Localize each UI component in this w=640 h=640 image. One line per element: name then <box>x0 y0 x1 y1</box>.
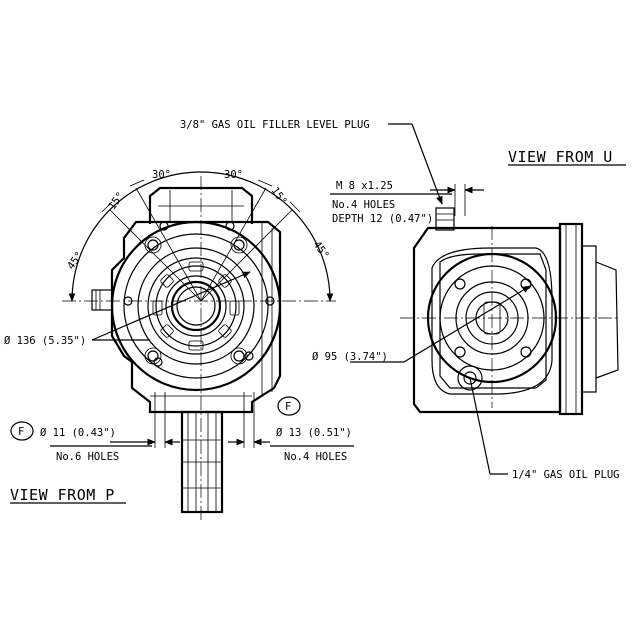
p-left-f-tag <box>10 421 34 441</box>
p-left-hole-count: No.6 HOLES <box>56 451 119 463</box>
view-p-drawing <box>10 171 354 520</box>
p-angle-left-small: 15° <box>106 190 127 212</box>
p-left-f-text: F <box>18 426 24 438</box>
u-thread-label: M 8 x1.25 <box>336 180 393 192</box>
p-right-hole-diameter: Ø 13 (0.51") <box>276 427 352 439</box>
p-angle-right-upper: 45° <box>311 239 332 261</box>
u-thread-holes: No.4 HOLES <box>332 199 395 211</box>
u-filler-plug <box>435 207 455 231</box>
p-housing-body <box>110 220 282 414</box>
p-view-title: VIEW FROM P <box>10 486 115 504</box>
p-left-hole-diameter: Ø 11 (0.43") <box>40 427 116 439</box>
p-right-hole-dim <box>228 392 354 448</box>
u-thread-depth: DEPTH 12 (0.47") <box>332 213 433 225</box>
u-bolt-circle-label: Ø 95 (3.74") <box>312 351 388 363</box>
p-bolt-circle-label: Ø 136 (5.35") <box>4 335 86 347</box>
p-right-hole-count: No.4 HOLES <box>284 451 347 463</box>
p-left-hole-dim <box>50 392 180 448</box>
p-right-f-text: F <box>285 401 291 413</box>
p-angle-top-right: 30° <box>224 169 243 181</box>
u-oil-plug <box>457 365 483 391</box>
u-oil-plug-label: 1/4" GAS OIL PLUG <box>512 469 619 481</box>
view-u-drawing <box>330 123 620 475</box>
u-filler-plug-label: 3/8" GAS OIL FILLER LEVEL PLUG <box>180 119 370 131</box>
p-right-f-tag <box>277 396 301 416</box>
u-view-title: VIEW FROM U <box>508 148 613 166</box>
p-angle-top-left: 30° <box>152 169 171 181</box>
p-output-shaft <box>180 410 224 514</box>
p-bolt-circle-leader <box>91 271 251 341</box>
p-angle-left-upper: 45° <box>65 249 86 271</box>
u-flange-plate <box>558 222 584 416</box>
p-angle-arc <box>68 171 334 302</box>
p-side-plug <box>91 289 113 311</box>
